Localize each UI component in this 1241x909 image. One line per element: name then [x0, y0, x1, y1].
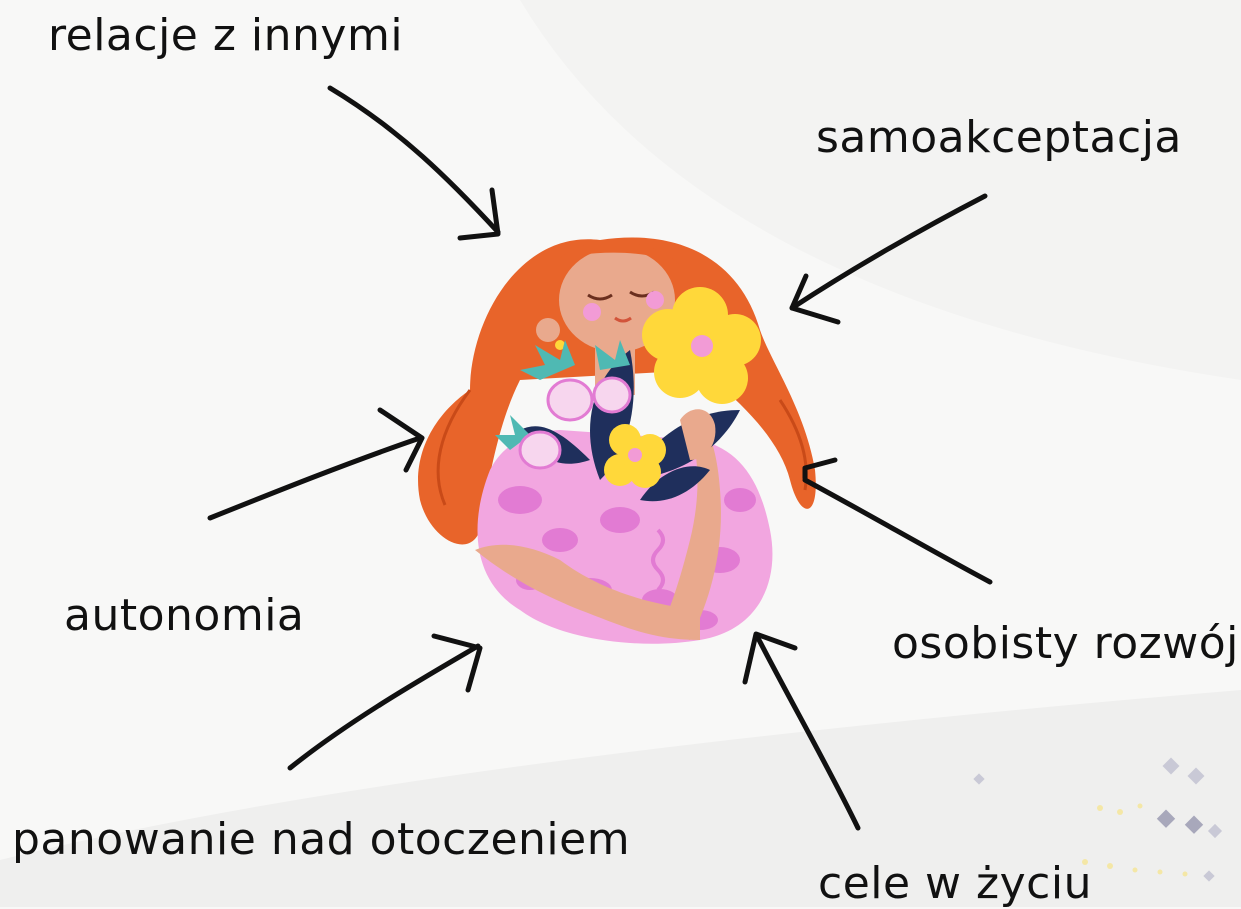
label-self-acceptance: samoakceptacja	[816, 116, 1182, 160]
arrow-self-acceptance-icon	[792, 196, 985, 322]
arrow-purpose-icon	[745, 634, 858, 828]
arrow-relations-icon	[330, 88, 498, 238]
arrow-environmental-mastery-icon	[290, 636, 480, 768]
label-personal-growth: osobisty rozwój	[892, 622, 1239, 666]
label-purpose-in-life: cele w życiu	[818, 862, 1092, 906]
label-environmental-mastery: panowanie nad otoczeniem	[12, 818, 630, 862]
label-relations: relacje z innymi	[48, 14, 403, 58]
label-autonomy: autonomia	[64, 594, 304, 638]
arrow-autonomy-icon	[210, 410, 422, 518]
arrow-personal-growth-icon	[805, 460, 990, 582]
